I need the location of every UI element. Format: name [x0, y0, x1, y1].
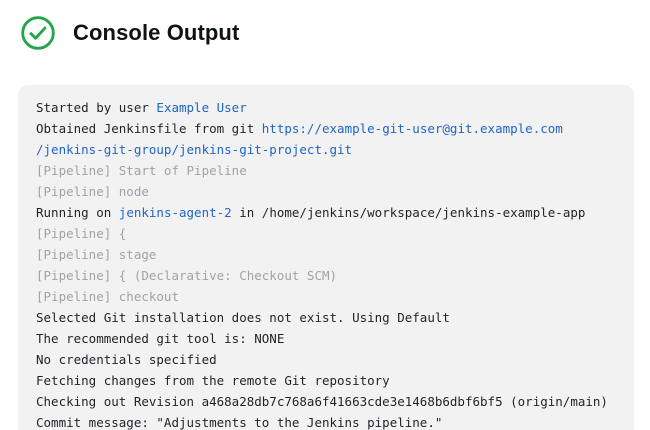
console-text-segment: Selected Git installation does not exist… [36, 310, 450, 325]
console-link[interactable]: https://example-git-user@git.example.com [261, 121, 563, 136]
console-text-segment: Obtained Jenkinsfile from git [36, 121, 262, 136]
console-line: [Pipeline] { [36, 223, 616, 244]
console-line: [Pipeline] checkout [36, 286, 616, 307]
page-title: Console Output [73, 19, 240, 45]
console-text-segment: Running on [36, 205, 119, 220]
console-line: [Pipeline] { (Declarative: Checkout SCM) [36, 265, 616, 286]
console-text-segment: Checking out Revision a468a28db7c768a6f4… [36, 394, 608, 409]
page-header: Console Output [0, 0, 650, 52]
console-line: The recommended git tool is: NONE [36, 328, 616, 349]
console-text-segment: Started by user [36, 100, 157, 115]
success-check-circle-icon [21, 15, 55, 50]
console-line: Checking out Revision a468a28db7c768a6f4… [36, 391, 616, 412]
console-line: Obtained Jenkinsfile from git https://ex… [36, 118, 616, 139]
console-text-segment: [Pipeline] { (Declarative: Checkout SCM) [36, 268, 338, 283]
console-line: No credentials specified [36, 349, 616, 370]
console-line: Fetching changes from the remote Git rep… [36, 370, 616, 391]
console-text-segment: [Pipeline] { [36, 226, 127, 241]
console-text-segment: Fetching changes from the remote Git rep… [36, 373, 390, 388]
console-text-segment: in /home/jenkins/workspace/jenkins-examp… [231, 205, 586, 220]
console-text-segment: [Pipeline] checkout [36, 289, 179, 304]
console-line: [Pipeline] Start of Pipeline [36, 160, 616, 181]
console-link[interactable]: Example User [156, 100, 247, 115]
console-line: Started by user Example User [36, 97, 616, 118]
console-text-segment: The recommended git tool is: NONE [36, 331, 285, 346]
console-line: Running on jenkins-agent-2 in /home/jenk… [36, 202, 616, 223]
console-text-segment: [Pipeline] node [36, 184, 149, 199]
console-line: Selected Git installation does not exist… [36, 307, 616, 328]
console-text-segment: [Pipeline] Start of Pipeline [36, 163, 247, 178]
console-text-segment: No credentials specified [36, 352, 217, 367]
console-link[interactable]: jenkins-agent-2 [118, 205, 232, 220]
console-line: [Pipeline] node [36, 181, 616, 202]
console-text-segment: Commit message: "Adjustments to the Jenk… [36, 415, 443, 430]
console-text-segment: [Pipeline] stage [36, 247, 157, 262]
console-line: Commit message: "Adjustments to the Jenk… [36, 412, 616, 430]
console-line: /jenkins-git-group/jenkins-git-project.g… [36, 139, 616, 160]
console-link[interactable]: /jenkins-git-group/jenkins-git-project.g… [36, 142, 353, 157]
console-line: [Pipeline] stage [36, 244, 616, 265]
